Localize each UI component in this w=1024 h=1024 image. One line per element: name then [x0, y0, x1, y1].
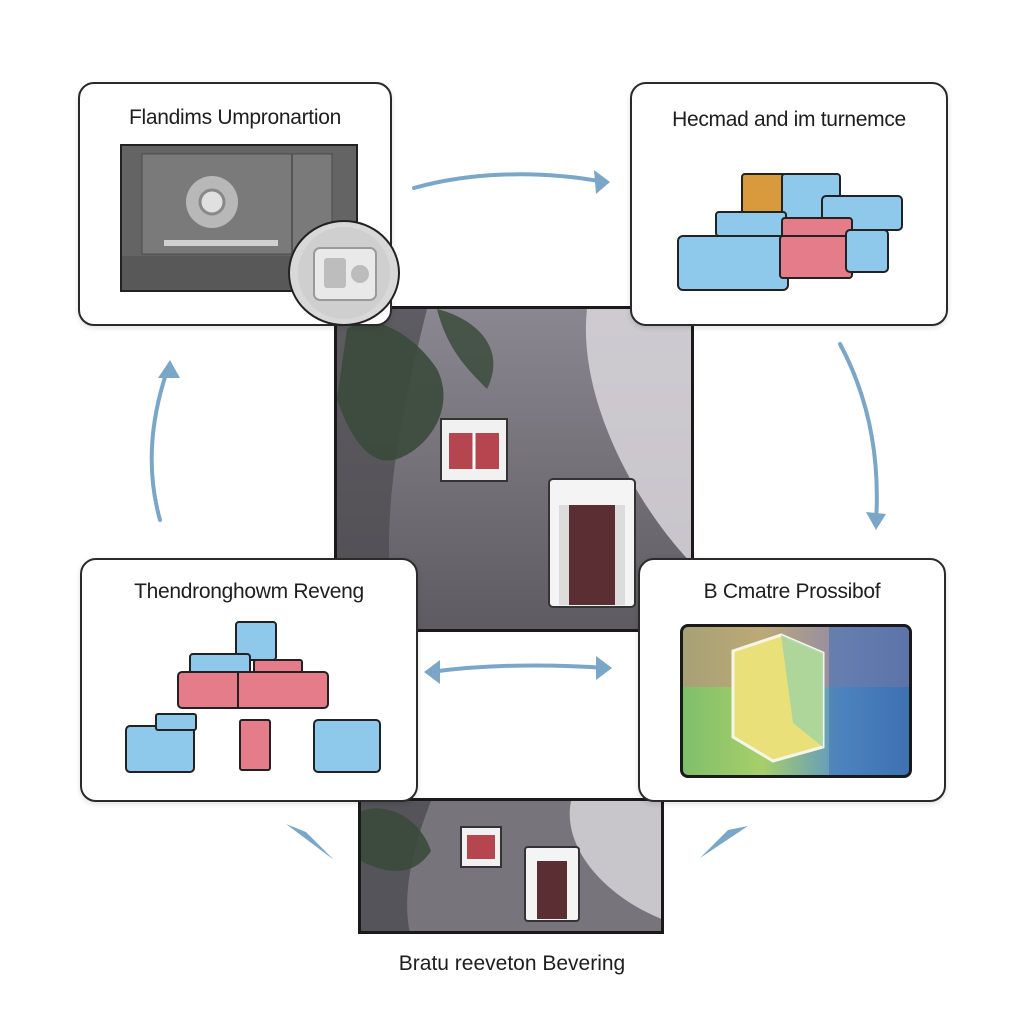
card-top-left: Flandims Umpronartion: [78, 82, 400, 326]
card-bottom-left: Thendronghowm Reveng: [80, 558, 418, 802]
arrowhead-bottom-left: [286, 824, 334, 860]
arrow-left: [149, 366, 170, 522]
arrowhead-right: [866, 512, 886, 530]
card-title: Flandims Umpronartion: [129, 106, 341, 129]
pyramid-blocks-illustration: [125, 621, 381, 773]
card-title: B Cmatre Prossibof: [703, 580, 881, 603]
diagram-caption: Bratu reeveton Bevering: [398, 952, 626, 975]
stacked-blocks-illustration: [677, 173, 903, 291]
card-title: Thendronghowm Reveng: [134, 580, 364, 603]
bottom-road-image: [358, 798, 664, 934]
card-title: Hecmad and im turnemce: [672, 108, 906, 131]
arrow-top: [412, 172, 606, 190]
small-building: [440, 418, 508, 482]
arrow-middle: [428, 663, 608, 674]
card-top-right: Hecmad and im turnemce: [630, 82, 948, 326]
arrowhead-top: [594, 170, 610, 194]
card-bottom-right: B Cmatre Prossibof: [638, 558, 946, 802]
magnifier-inset-icon: [288, 220, 400, 326]
booth-structure: [548, 478, 636, 608]
arrowhead-middle-left: [424, 660, 440, 684]
gradient-panel: [680, 624, 912, 778]
arrowhead-bottom-right: [700, 826, 748, 858]
arrowhead-left: [158, 360, 180, 378]
arrow-right: [838, 342, 879, 524]
tree-foliage: [337, 322, 444, 461]
arrowhead-middle-right: [596, 656, 612, 680]
road-scene-small: [361, 801, 661, 931]
